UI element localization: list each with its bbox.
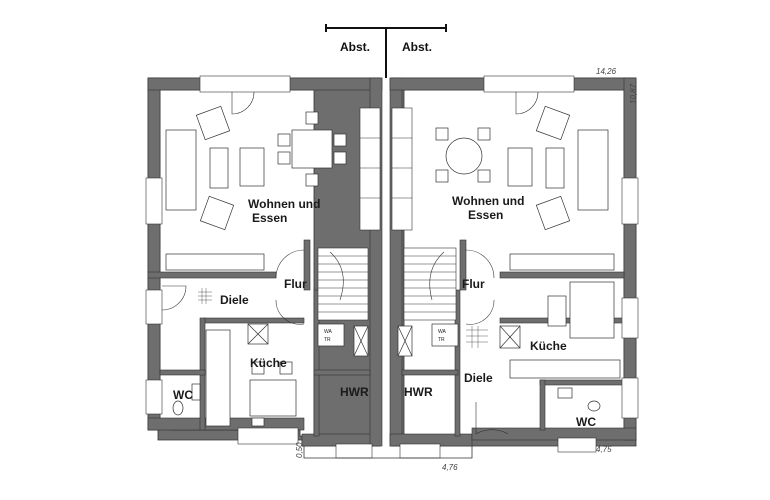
room-label-kueche-left: Küche xyxy=(250,356,287,370)
center-shelves xyxy=(359,107,413,231)
abst-label-right: Abst. xyxy=(402,40,432,54)
stairs-left xyxy=(317,247,369,321)
abst-marker xyxy=(325,24,447,78)
tile-grids xyxy=(198,288,488,348)
room-label-hwr-right: HWR xyxy=(404,385,433,399)
dimension-unit-right: 4,75 xyxy=(596,445,612,454)
kitchen-left-furniture xyxy=(205,323,369,427)
abst-label-left: Abst. xyxy=(340,40,370,54)
room-label-kueche-right: Küche xyxy=(530,339,567,353)
room-label-living-left-1: Wohnen und xyxy=(248,197,320,211)
wc-fixtures xyxy=(172,383,601,416)
windows xyxy=(145,75,639,459)
stairs-right xyxy=(403,247,457,321)
living-furniture-left xyxy=(165,105,347,271)
room-label-living-left-2: Essen xyxy=(252,211,287,225)
dimension-width-top: 14,26 xyxy=(596,67,617,76)
room-label-wc-left: WC xyxy=(173,388,193,402)
room-label-living-right-2: Essen xyxy=(468,208,503,222)
room-label-living-right-1: Wohnen und xyxy=(452,194,524,208)
appliance-wa-right: WA xyxy=(438,329,447,335)
appliance-wa-left: WA xyxy=(324,329,333,335)
appliance-tr-left: TR xyxy=(324,337,331,343)
door-swings xyxy=(161,91,539,435)
room-label-hwr-left: HWR xyxy=(340,385,369,399)
room-label-flur-right: Flur xyxy=(462,277,485,291)
kitchen-right-furniture xyxy=(397,281,621,379)
dimension-wall-left: 0,50 xyxy=(295,442,304,458)
roof-outline xyxy=(303,446,473,459)
dimension-depth-right: 10,87 xyxy=(629,83,638,104)
room-label-wc-right: WC xyxy=(576,415,596,429)
room-label-diele-right: Diele xyxy=(464,371,493,385)
living-furniture-right xyxy=(435,105,615,271)
appliance-tr-right: TR xyxy=(438,337,445,343)
room-label-flur-left: Flur xyxy=(284,277,307,291)
room-label-diele-left: Diele xyxy=(220,293,249,307)
dimension-unit-left: 4,76 xyxy=(442,463,458,472)
